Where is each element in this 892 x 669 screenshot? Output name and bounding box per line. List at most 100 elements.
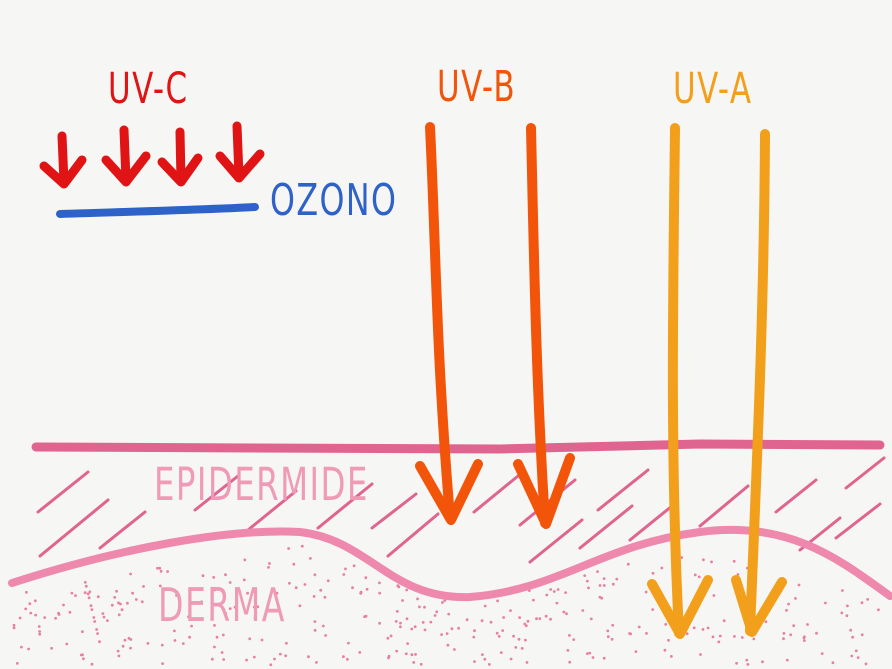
dermis-dot — [564, 591, 567, 594]
dermis-dot — [585, 579, 589, 583]
dermis-dot — [440, 633, 443, 636]
dermis-dot — [156, 566, 159, 570]
dermis-dot — [113, 596, 117, 599]
dermis-dot — [129, 646, 132, 650]
dermis-dot — [358, 651, 362, 654]
dermis-dot — [712, 594, 716, 597]
dermis-dot — [856, 656, 860, 659]
skin-surface-line — [31, 439, 885, 454]
dermis-dot — [83, 580, 87, 584]
dermis-dot — [802, 639, 806, 642]
dermis-dot — [160, 643, 164, 647]
dermis-dot — [213, 624, 216, 627]
dermis-dot — [509, 609, 512, 612]
dermis-dot — [433, 614, 437, 617]
dermis-dot — [568, 660, 572, 664]
dermis-dot — [854, 649, 858, 653]
dermis-dot — [210, 617, 214, 621]
dermis-dot — [866, 598, 870, 601]
dermis-dot — [606, 635, 610, 639]
dermis-dot — [84, 584, 88, 588]
dermis-dot — [161, 662, 165, 665]
dermis-dot — [526, 619, 530, 623]
dermis-texture — [12, 544, 880, 667]
uvb-arrows — [415, 122, 575, 529]
dermis-dot — [701, 628, 705, 631]
dermis-dot — [173, 639, 177, 642]
dermis-dot — [175, 594, 178, 597]
dermis-dot — [792, 624, 796, 628]
dermis-dot — [851, 635, 854, 639]
dermis-dot — [213, 645, 216, 649]
dermis-dot — [692, 626, 696, 630]
dermis-dot — [598, 584, 602, 587]
dermis-dot — [24, 607, 28, 611]
dermis-dot — [395, 649, 399, 653]
dermis-dot — [663, 648, 667, 652]
dermis-dot — [200, 600, 204, 604]
dermis-dot — [501, 629, 505, 632]
dermis-dot — [378, 591, 382, 595]
dermis-dot — [323, 595, 327, 599]
dermis-dot — [421, 621, 425, 624]
dermis-dot — [319, 588, 323, 592]
dermis-dot — [435, 610, 439, 614]
dermis-dot — [253, 616, 257, 620]
dermis-dot — [532, 598, 535, 602]
dermis-dot — [352, 564, 356, 568]
dermis-dot — [81, 630, 84, 634]
dermis-dot — [487, 663, 491, 666]
dermis-boundary-line — [8, 525, 892, 602]
dermis-dot — [117, 613, 121, 617]
dermis-dot — [292, 562, 296, 566]
dermis-dot — [596, 570, 599, 573]
dermis-dot — [18, 616, 22, 620]
dermis-dot — [846, 604, 849, 608]
dermis-dot — [120, 608, 124, 612]
dermis-dot — [693, 573, 697, 577]
dermis-dot — [221, 633, 225, 637]
dermis-dot — [685, 632, 689, 636]
dermis-dot — [405, 588, 409, 592]
dermis-dot — [98, 640, 101, 644]
dermis-dot — [364, 576, 368, 580]
dermis-dot — [12, 626, 16, 630]
dermis-dot — [645, 632, 648, 635]
dermis-dot — [394, 620, 398, 623]
dermis-dot — [423, 628, 427, 632]
dermis-dot — [840, 611, 844, 615]
dermis-dot — [121, 644, 125, 648]
dermis-dot — [545, 593, 549, 597]
dermis-label: DERMA — [158, 578, 286, 632]
dermis-dot — [441, 601, 444, 604]
dermis-dot — [307, 655, 310, 659]
dermis-dot — [615, 577, 619, 581]
dermis-dot — [860, 633, 864, 637]
dermis-dot — [54, 616, 57, 620]
dermis-dot — [480, 619, 484, 623]
dermis-dot — [95, 628, 98, 631]
dermis-dot — [697, 575, 701, 579]
dermis-dot — [86, 592, 90, 596]
dermis-dot — [342, 655, 345, 659]
dermis-dot — [509, 657, 513, 661]
dermis-dot — [87, 596, 91, 600]
dermis-dot — [864, 662, 868, 666]
dermis-dot — [628, 632, 631, 635]
dermis-dot — [602, 656, 606, 660]
dermis-dot — [25, 590, 28, 594]
dermis-dot — [524, 638, 527, 642]
dermis-dot — [127, 636, 131, 640]
dermis-dot — [797, 583, 801, 587]
dermis-dot — [419, 662, 423, 666]
dermis-dot — [606, 629, 610, 633]
dermis-dot — [300, 544, 304, 548]
dermis-dot — [401, 599, 404, 602]
dermis-dot — [680, 556, 684, 559]
dermis-dot — [472, 635, 476, 639]
dermis-dot — [404, 652, 408, 656]
uvb-arrow — [415, 122, 483, 525]
dermis-dot — [752, 637, 756, 641]
dermis-dot — [395, 610, 399, 613]
